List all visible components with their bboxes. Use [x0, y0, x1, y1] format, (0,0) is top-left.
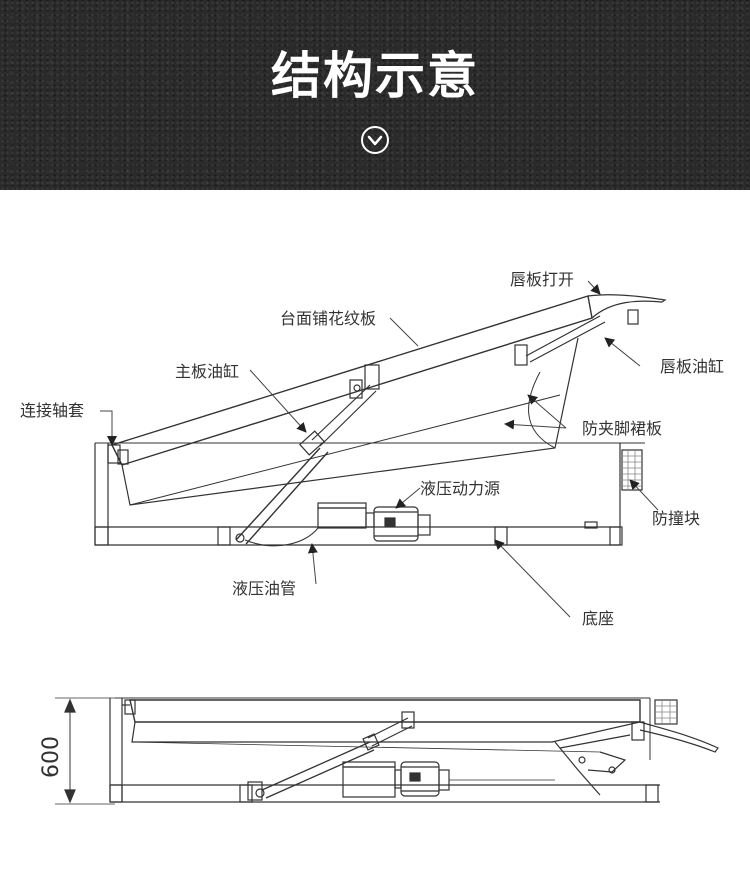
label-deck-plate: 台面铺花纹板: [280, 309, 376, 328]
lowered-leveler-drawing: [55, 697, 719, 805]
structure-diagram: 唇板打开 台面铺花纹板 唇板油缸 主板油缸 连接轴套 防夹脚裙板 液压动力源 防…: [20, 270, 724, 805]
leader-lines: [100, 280, 659, 618]
dimension-height-label: 600: [39, 736, 64, 778]
label-bumper: 防撞块: [652, 509, 700, 528]
label-main-cylinder: 主板油缸: [175, 362, 239, 381]
label-lip-cylinder: 唇板油缸: [660, 357, 724, 376]
header-banner: 结构示意: [0, 0, 750, 190]
label-base: 底座: [582, 609, 614, 628]
label-anti-pinch-skirt: 防夹脚裙板: [582, 419, 662, 438]
raised-leveler-drawing: [94, 294, 667, 547]
page-title: 结构示意: [271, 47, 479, 105]
chevron-down-circle-icon[interactable]: [360, 125, 390, 155]
label-hydraulic-power: 液压动力源: [420, 479, 500, 498]
label-hinge-sleeve: 连接轴套: [20, 401, 84, 420]
label-hydraulic-pipe: 液压油管: [232, 579, 296, 598]
label-lip-open: 唇板打开: [510, 270, 574, 289]
